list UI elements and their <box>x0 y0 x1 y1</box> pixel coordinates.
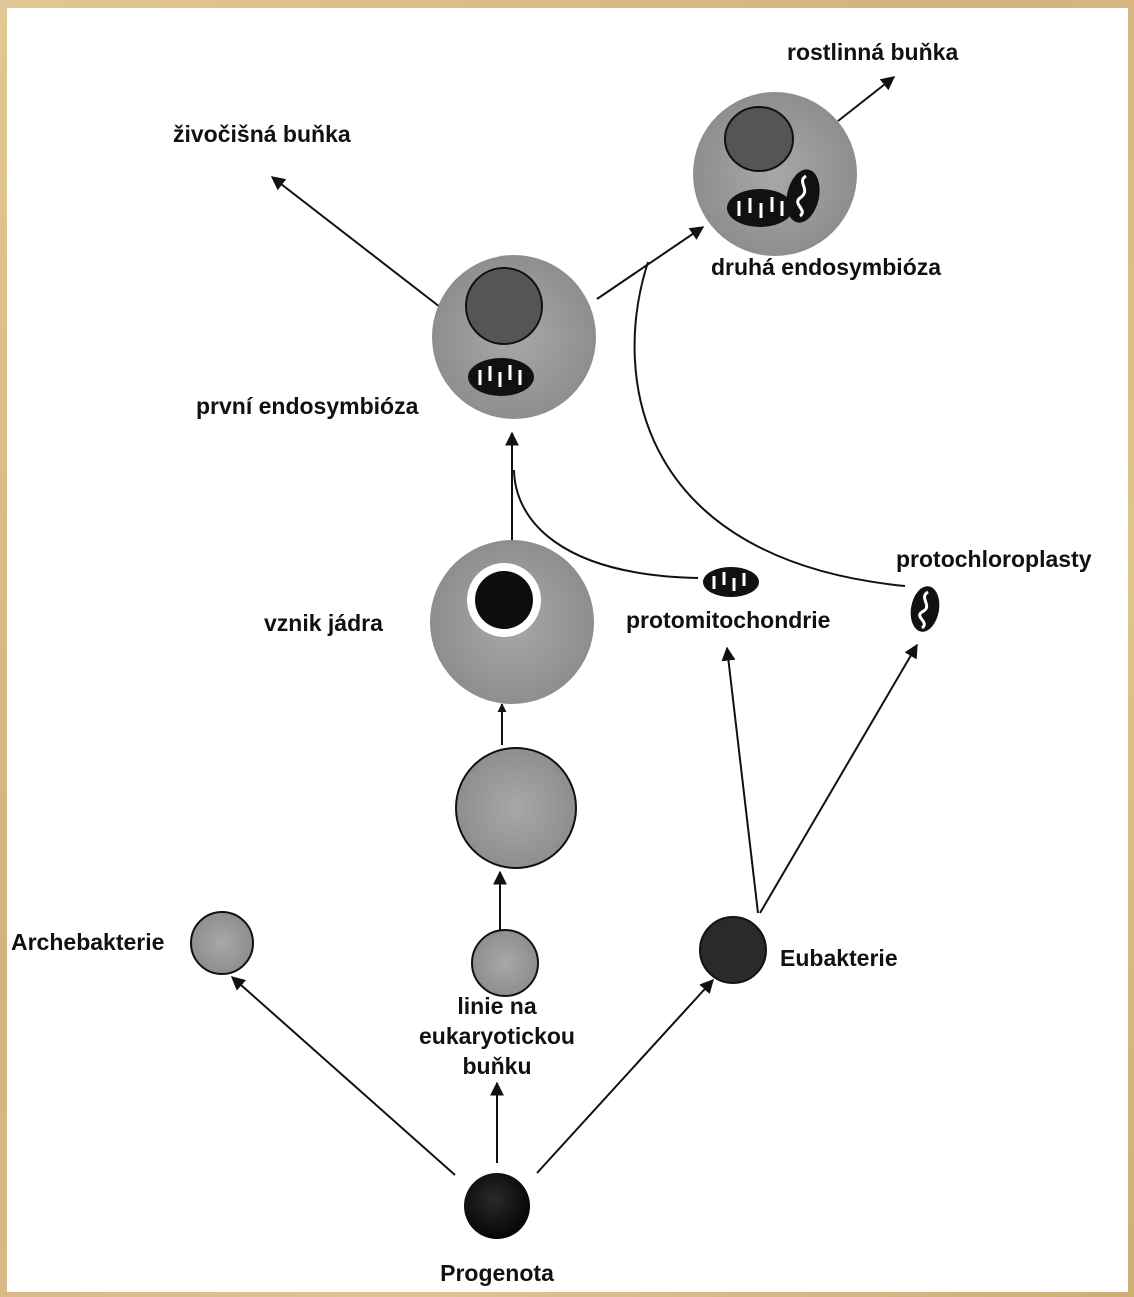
arrow-eubakterie-protomitochondria <box>721 646 759 914</box>
label-eubacteria: Eubakterie <box>780 945 898 971</box>
connectors <box>230 76 918 1176</box>
label-archaebacteria: Archebakterie <box>11 929 164 955</box>
arrow-to-plant-cell <box>837 76 896 122</box>
label-plant-cell: rostlinná buňka <box>787 39 958 65</box>
second-endosymbiosis-cell <box>693 92 857 256</box>
enlarged-cell <box>455 747 577 869</box>
chloroplast <box>786 169 820 223</box>
arrow-progenota-archebakterie <box>230 976 456 1176</box>
mitochondrion <box>727 189 793 227</box>
arrow-to-second-endosymbiosis <box>596 226 705 300</box>
arrow-eubakterie-protochloroplasts <box>759 643 918 914</box>
nucleus-origin-cell <box>430 540 594 704</box>
label-eukaryote-line-2: eukaryotickou <box>419 1023 575 1049</box>
label-progenote: Progenota <box>440 1260 554 1286</box>
curve-protomitochondria-join <box>513 469 699 579</box>
arrow-progenota-eubakterie <box>536 978 714 1174</box>
nucleus <box>724 106 794 172</box>
label-second-endosymbiosis: druhá endosymbióza <box>711 254 941 280</box>
label-protomitochondria: protomitochondrie <box>626 607 830 633</box>
label-protochloroplasts: protochloroplasty <box>896 546 1092 572</box>
label-animal-cell: živočišná buňka <box>173 121 351 147</box>
label-eukaryote-line-1: linie na <box>457 993 536 1019</box>
nucleus <box>465 267 543 345</box>
eukaryote-line-cell <box>471 929 539 997</box>
mitochondrion <box>468 358 534 396</box>
label-first-endosymbiosis: první endosymbióza <box>196 393 419 419</box>
protochloroplast-organelle <box>910 586 940 632</box>
label-eukaryote-line-3: buňku <box>463 1053 532 1079</box>
nucleus <box>475 571 533 629</box>
progenote-cell <box>464 1173 530 1239</box>
protomitochondria-organelle <box>703 567 759 597</box>
arrow-to-animal-cell <box>270 176 441 308</box>
first-endosymbiosis-cell <box>432 255 596 419</box>
curve-protochloroplast-join <box>633 261 906 587</box>
archaebacteria-cell <box>190 911 254 975</box>
eubacteria-cell <box>699 916 767 984</box>
label-nucleus-origin: vznik jádra <box>264 610 383 636</box>
